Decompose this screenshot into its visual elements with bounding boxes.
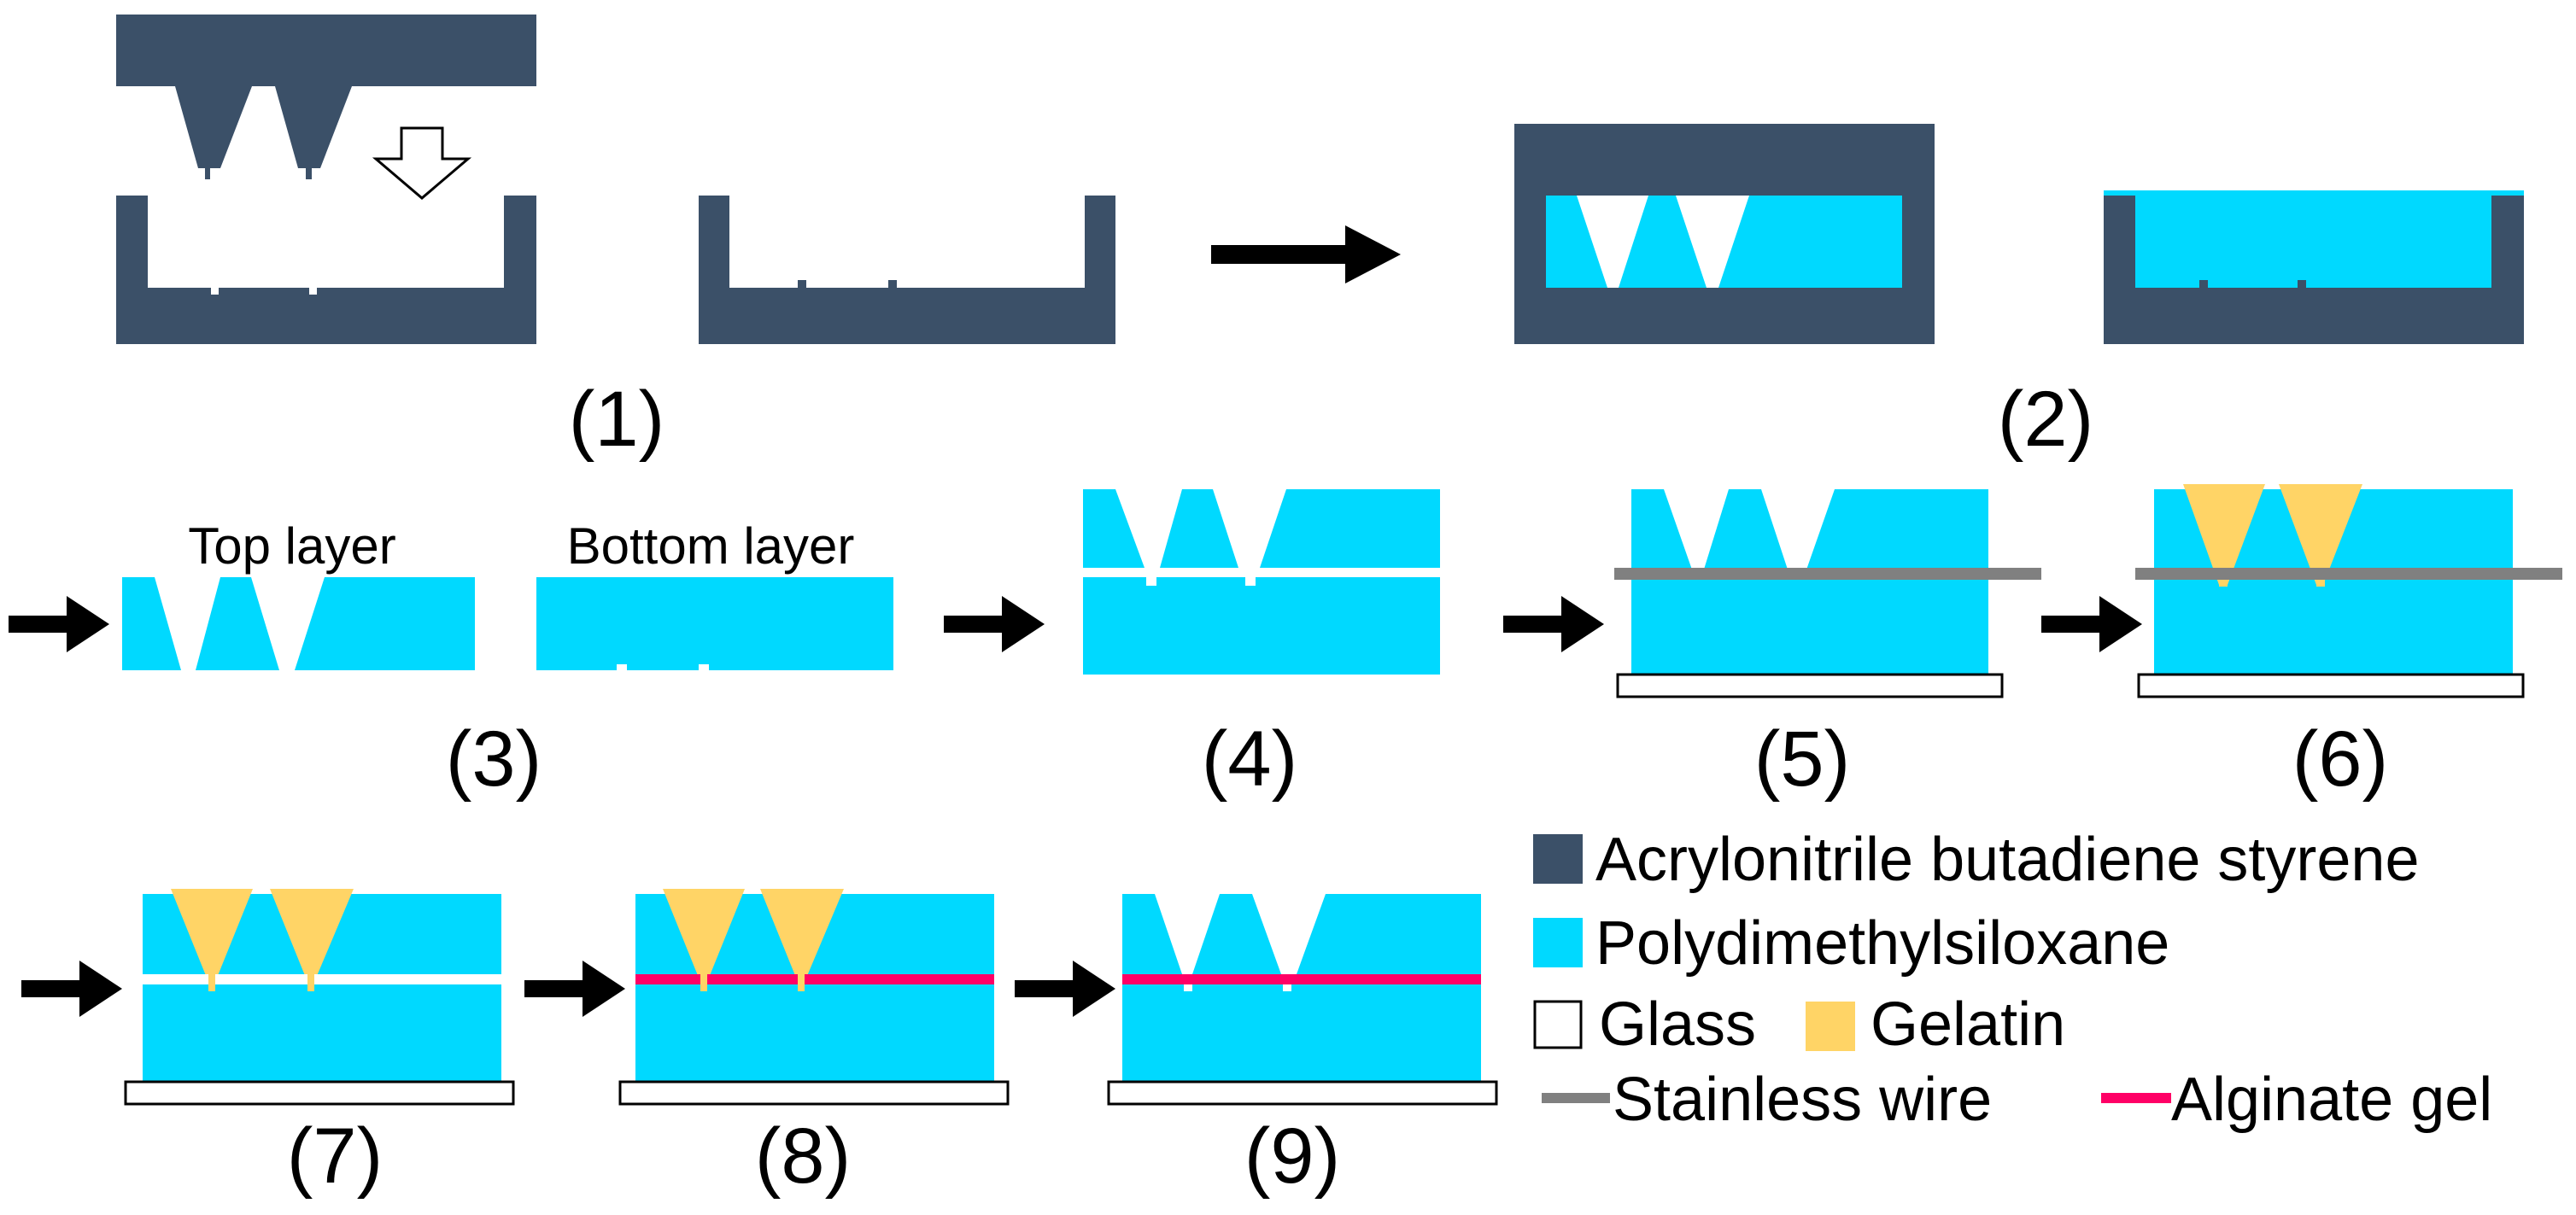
glass-slide [124, 1080, 515, 1106]
glass-slide [618, 1080, 1010, 1106]
step-1-group: (1) [116, 15, 1115, 463]
pdms-top-layer [1160, 489, 1238, 568]
pdms-top-layer [1083, 489, 1145, 568]
stainless-wire [1614, 568, 2041, 580]
abs-bottom-mold [2104, 196, 2524, 344]
step-3-group: Top layer Bottom layer (3) [122, 517, 893, 803]
abs-bottom-mold [699, 196, 1115, 344]
pdms-bridge [1796, 580, 1805, 587]
gelatin-fill [270, 889, 354, 982]
bottom-layer-label: Bottom layer [567, 517, 855, 575]
step-label-1: (1) [569, 376, 664, 463]
top-layer-label: Top layer [188, 517, 395, 575]
channel-gap [1283, 984, 1291, 991]
process-arrow [1015, 961, 1115, 1017]
pdms-top-layer [1703, 489, 1789, 572]
glass-slide [1107, 1080, 1498, 1106]
step-label-9: (9) [1244, 1113, 1340, 1200]
step-7-group: (7) [124, 889, 515, 1200]
process-arrow [1211, 225, 1401, 283]
step-label-6: (6) [2292, 716, 2388, 803]
pdms-bottom-layer [536, 577, 893, 670]
pdms-top-layer [122, 577, 181, 670]
process-arrow [1503, 596, 1604, 652]
pdms-top-layer [1260, 489, 1440, 568]
step-label-8: (8) [755, 1113, 851, 1200]
process-arrow [524, 961, 625, 1017]
gelatin-fill [307, 974, 314, 991]
legend-label-glass: Glass [1599, 990, 1756, 1059]
gelatin-fill [171, 889, 253, 982]
pdms-fill [2104, 190, 2524, 196]
pdms-top-layer [1806, 489, 1988, 572]
pdms-fill [1718, 196, 1902, 288]
pdms-top-layer [1192, 894, 1281, 974]
abs-bottom-mold [1514, 196, 1935, 344]
gelatin-fill [2219, 580, 2228, 587]
legend-swatch-alginate [2101, 1093, 2171, 1103]
legend-swatch-abs [1533, 834, 1583, 884]
step-8-group: (8) [618, 889, 1010, 1200]
alginate-gel-layer [1122, 974, 1481, 984]
step-label-4: (4) [1202, 716, 1297, 803]
gelatin-fill [2316, 580, 2325, 587]
channel-gap [143, 974, 501, 984]
step-2-group: (2) [1514, 124, 2524, 463]
gelatin-fill [2279, 484, 2362, 585]
pdms-top-layer [1122, 894, 1182, 974]
process-arrow [2041, 596, 2142, 652]
pdms-bottom-layer [1122, 984, 1481, 1082]
gelatin-fill [798, 974, 805, 991]
abs-top-mold [116, 15, 536, 86]
step-label-7: (7) [287, 1113, 383, 1200]
legend-swatch-glass [1533, 1000, 1583, 1049]
legend-label-abs: Acrylonitrile butadiene styrene [1595, 826, 2420, 894]
step-label-2: (2) [1998, 376, 2093, 463]
alginate-gel-layer [635, 974, 994, 984]
gelatin-fill [663, 889, 745, 982]
step-label-3: (3) [446, 716, 542, 803]
process-arrow [944, 596, 1045, 652]
legend-label-wire: Stainless wire [1613, 1066, 1992, 1134]
legend-swatch-pdms [1533, 918, 1583, 967]
gelatin-fill [700, 974, 707, 991]
legend: Acrylonitrile butadiene styrene Polydime… [1533, 826, 2492, 1134]
pdms-top-layer [1297, 894, 1481, 974]
process-arrow [9, 596, 109, 652]
legend-label-gelatin: Gelatin [1871, 990, 2065, 1059]
legend-swatch-wire [1542, 1093, 1610, 1103]
glass-slide [1616, 673, 2004, 698]
legend-label-pdms: Polydimethylsiloxane [1595, 909, 2169, 978]
gelatin-fill [2183, 484, 2265, 585]
pdms-bottom-layer [1631, 572, 1988, 675]
legend-swatch-gelatin [1806, 1002, 1855, 1051]
gelatin-fill [760, 889, 844, 982]
stainless-wire [2135, 568, 2562, 580]
step-label-5: (5) [1754, 716, 1850, 803]
abs-mold-pin [175, 86, 252, 179]
abs-mold-pin [275, 86, 352, 179]
step-9-group: (9) [1107, 894, 1498, 1200]
pdms-fill [1546, 196, 1607, 288]
abs-top-mold [1514, 124, 1935, 196]
step-4-group: (4) [1083, 489, 1440, 803]
legend-label-alginate: Alginate gel [2171, 1066, 2492, 1134]
pdms-fill [1619, 196, 1707, 288]
pdms-bridge [1695, 580, 1704, 587]
abs-bottom-mold [116, 196, 536, 344]
pdms-top-layer [295, 577, 475, 670]
glass-slide [2137, 673, 2525, 698]
gelatin-fill [208, 974, 215, 991]
pdms-top-layer [1631, 489, 1693, 572]
step-5-group: (5) [1614, 489, 2041, 803]
open-down-arrow [372, 126, 472, 200]
channel-gap [1184, 984, 1192, 991]
process-arrow [21, 961, 122, 1017]
pdms-fill [2135, 196, 2491, 288]
step-6-group: (6) [2135, 484, 2562, 803]
pdms-bottom-layer [1083, 577, 1440, 675]
pdms-top-layer [196, 577, 279, 670]
